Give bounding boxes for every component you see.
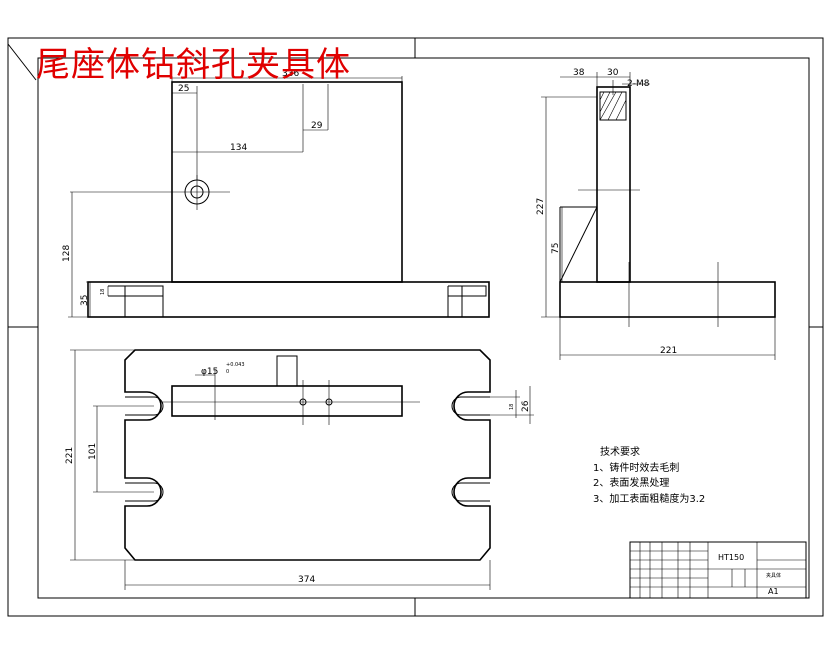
- front-view: 336 25 29 134 128 35 18: [62, 69, 490, 318]
- dim-35: 35: [80, 295, 90, 306]
- dim-75: 75: [551, 243, 561, 254]
- dim-221-side: 221: [660, 346, 677, 356]
- side-view: 38 30 2-M8 227 75 221: [536, 68, 776, 360]
- sheet-size: A1: [768, 587, 779, 596]
- dim-227: 227: [536, 198, 546, 215]
- dim-phi15: φ15: [201, 367, 218, 377]
- dim-38: 38: [573, 68, 585, 78]
- note-3: 3、加工表面粗糙度为3.2: [593, 492, 705, 505]
- inner-frame: [37, 57, 810, 599]
- dim-18-plan: 18: [509, 404, 515, 410]
- dim-29: 29: [311, 121, 323, 131]
- note-2: 2、表面发黑处理: [593, 476, 669, 489]
- drawing-name: 夹具体: [766, 572, 781, 579]
- tol-upper: +0.043: [226, 362, 245, 368]
- drawing-title: 尾座体钻斜孔夹具体: [36, 45, 351, 85]
- note-1: 1、铸件时效去毛刺: [593, 461, 679, 474]
- material-label: HT150: [718, 553, 744, 562]
- dim-101: 101: [88, 443, 98, 460]
- title-block: HT150 夹具体 A1: [629, 541, 807, 599]
- dim-30: 30: [607, 68, 619, 78]
- plan-view: 221 101 374 18 26 φ15 +0.043 0: [65, 349, 534, 590]
- dim-336: 336: [282, 69, 299, 79]
- dim-128: 128: [62, 245, 72, 262]
- notes-heading: 技术要求: [600, 445, 640, 458]
- technical-notes: 技术要求 1、铸件时效去毛刺 2、表面发黑处理 3、加工表面粗糙度为3.2: [593, 445, 705, 505]
- tol-lower: 0: [226, 369, 229, 375]
- dim-thread: 2-M8: [627, 79, 650, 89]
- dim-18: 18: [100, 289, 106, 295]
- dim-221-plan: 221: [65, 447, 75, 464]
- dim-26: 26: [521, 400, 531, 412]
- dim-25: 25: [178, 84, 189, 94]
- dim-134: 134: [230, 143, 247, 153]
- outer-frame: [7, 37, 824, 617]
- dim-374: 374: [298, 575, 315, 585]
